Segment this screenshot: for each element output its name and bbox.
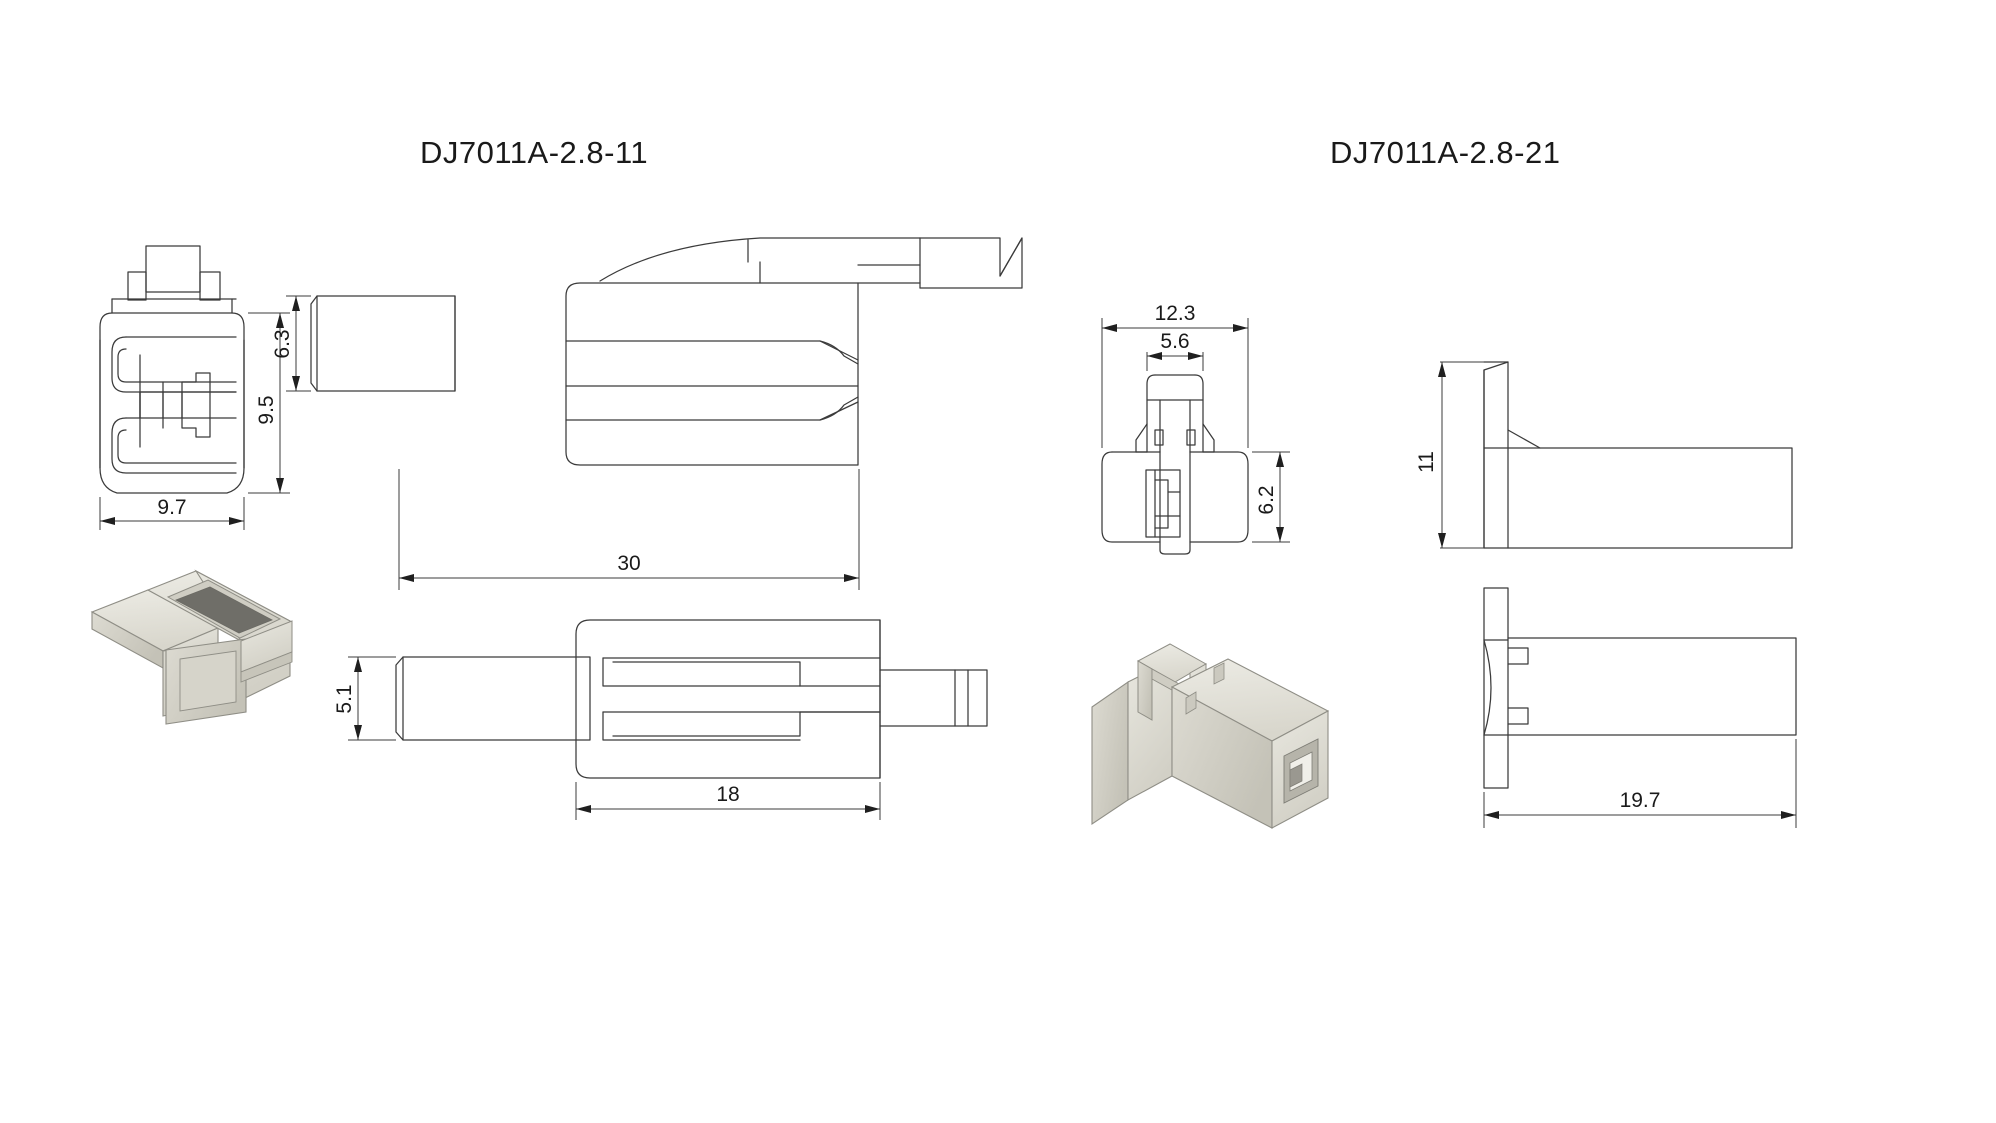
dim-value-5p6: 5.6 (1160, 330, 1189, 353)
dim-value-19p7: 19.7 (1620, 789, 1661, 812)
dim-left-height-9p5: 9.5 (248, 312, 290, 494)
iso-left-housing (146, 569, 293, 725)
dim-value-9p7: 9.7 (157, 496, 186, 519)
dim-right-width-12p3: 12.3 (1101, 302, 1249, 448)
dim-value-18: 18 (716, 783, 739, 806)
iso-right-render (1091, 643, 1330, 829)
left-side-view-bottom (395, 619, 988, 779)
dim-value-12p3: 12.3 (1155, 302, 1196, 325)
left-front-view (99, 245, 245, 494)
dim-right-width-5p6: 5.6 (1146, 330, 1204, 371)
part-title-right: DJ7011A-2.8-21 (1330, 135, 1561, 170)
dim-right-length-19p7: 19.7 (1483, 739, 1797, 828)
dim-value-6p2: 6.2 (1255, 485, 1278, 514)
dim-value-5p1: 5.1 (333, 684, 356, 713)
dim-right-height-6p2: 6.2 (1252, 451, 1290, 543)
dim-value-6p3: 6.3 (271, 329, 294, 358)
dim-left-height-6p3: 6.3 (271, 295, 311, 392)
part-title-left: DJ7011A-2.8-11 (420, 135, 649, 170)
right-front-view (1101, 374, 1249, 555)
dim-right-height-11: 11 (1415, 361, 1484, 549)
dim-value-30: 30 (617, 552, 640, 575)
left-side-view-top (310, 237, 1023, 466)
dim-left-length-18: 18 (575, 782, 881, 820)
dim-value-11: 11 (1415, 451, 1438, 473)
dim-left-length-30: 30 (398, 469, 860, 590)
right-side-view-top (1483, 361, 1793, 549)
right-side-view-bottom (1483, 587, 1797, 789)
dim-left-height-5p1: 5.1 (333, 656, 396, 741)
dim-value-9p5: 9.5 (255, 395, 278, 424)
dim-left-width-9p7: 9.7 (99, 496, 245, 530)
iso-left-tail (90, 589, 220, 669)
